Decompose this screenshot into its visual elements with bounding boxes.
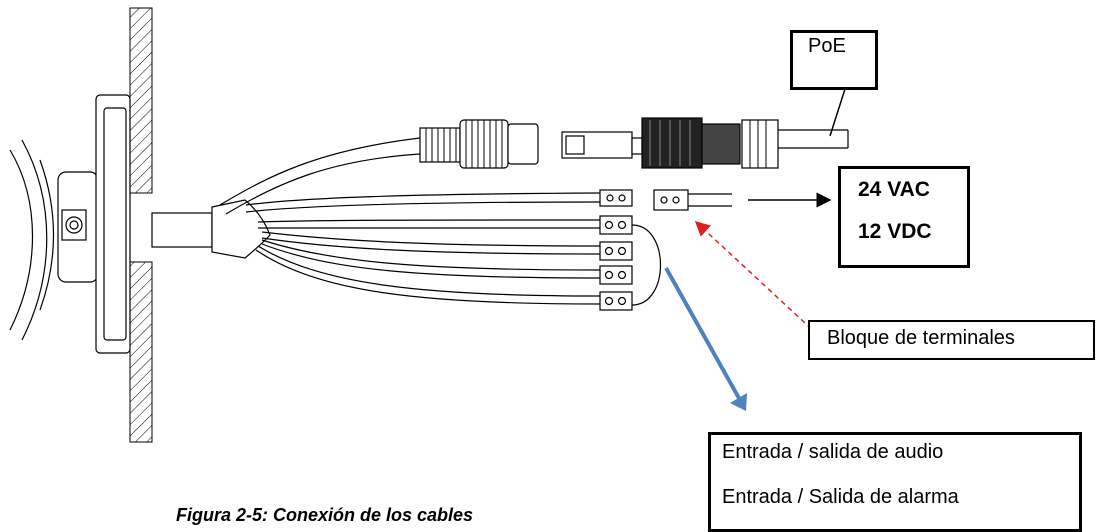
poe-callout-box <box>790 30 878 90</box>
io-cables <box>255 219 601 305</box>
wall <box>129 7 153 443</box>
poe-label: PoE <box>808 35 846 57</box>
terminal-block-label: Bloque de terminales <box>827 327 1015 349</box>
power-cable <box>245 189 732 213</box>
io-arrow <box>664 267 742 401</box>
cable-trunk <box>151 199 271 259</box>
terminal-block-callout-box <box>808 320 1095 360</box>
terminal-blocks <box>599 215 661 311</box>
alarm-io-label: Entrada / Salida de alarma <box>722 486 959 508</box>
waterproof-connector <box>631 117 849 169</box>
io-arrow-head <box>730 393 747 411</box>
terminal-arrow <box>694 220 819 336</box>
camera-mount <box>9 94 131 354</box>
rj45-plug <box>561 131 633 159</box>
power-label-vdc: 12 VDC <box>858 220 932 243</box>
power-label-vac: 24 VAC <box>858 178 930 201</box>
power-callout-box <box>838 166 970 268</box>
cable-connection-diagram <box>9 7 857 443</box>
figure-caption: Figura 2-5: Conexión de los cables <box>176 505 474 525</box>
ethernet-branch <box>219 119 539 215</box>
audio-io-label: Entrada / salida de audio <box>722 441 944 463</box>
